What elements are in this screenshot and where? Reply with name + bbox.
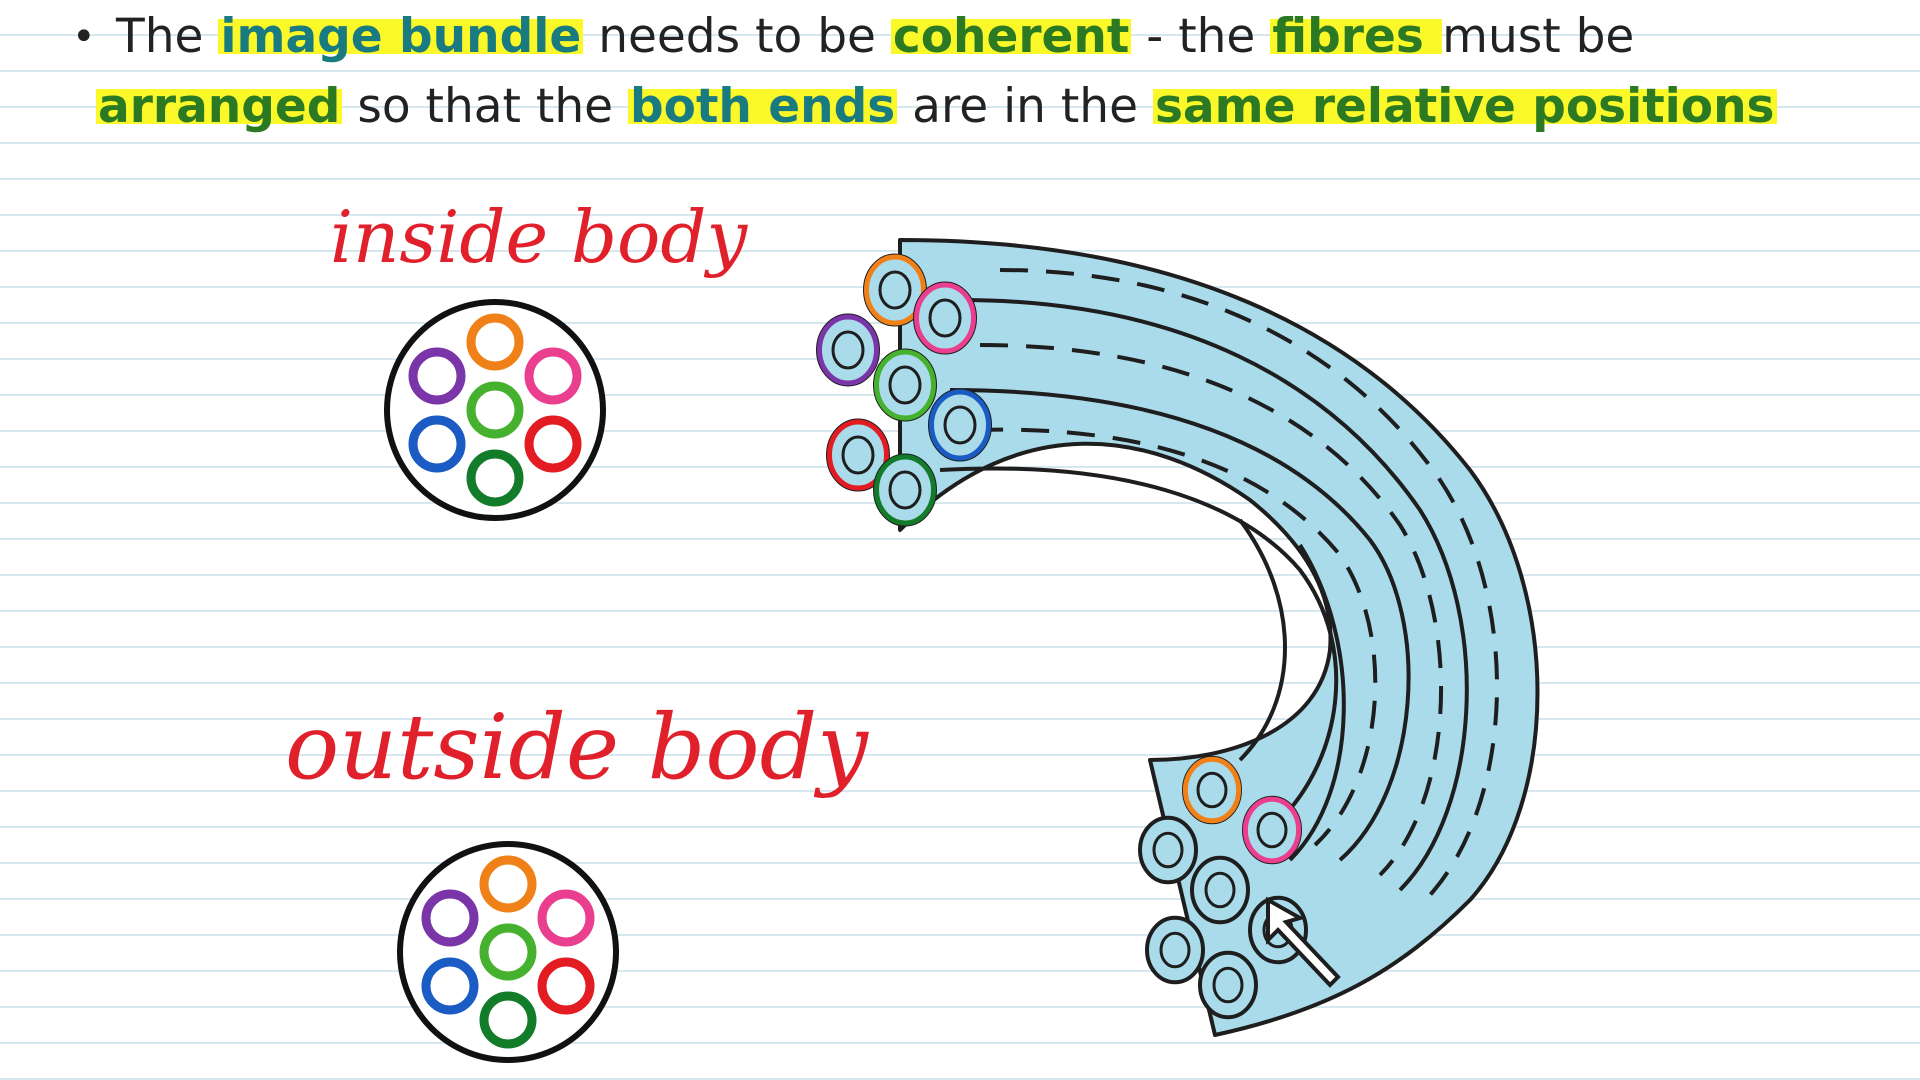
fibre-ring-blue [408,415,466,473]
heading-segment-highlighted: arranged [96,79,343,134]
fibre-core [878,270,912,310]
heading-segment-highlighted: same relative positions [1152,79,1777,134]
fibre-ring-purple [421,889,479,947]
cursor-arrow-icon [1266,896,1341,988]
fibre-core [1204,871,1236,909]
fibre-core [1159,931,1191,969]
cross-section-outline [397,841,619,1063]
fibre-ring-pink [524,347,582,405]
heading-segment-highlighted: coherent [890,9,1132,64]
heading-segment-highlighted: fibres [1270,9,1443,64]
fibre-marker-purple [817,314,879,386]
fibre-core [1256,811,1288,849]
heading-segment: The [116,9,219,64]
heading-line-2: arranged so that the both ends are in th… [72,72,1872,142]
heading-segment: - the [1131,9,1271,64]
cross-section-outline [384,299,606,521]
fibre-core [928,298,962,338]
fibre-groove [1288,543,1346,862]
heading-segment-highlighted: image bundle [218,9,584,64]
heading-line-1: • The image bundle needs to be coherent -… [72,2,1872,72]
heading: • The image bundle needs to be coherent -… [72,2,1872,142]
label-inside-body: inside body [330,195,748,279]
fibre-marker-lime [874,349,936,421]
fibre-groove [1238,518,1287,762]
fibre-ring-lime [479,923,537,981]
curved-bundle [898,238,1540,1037]
fibre-ring-darkgreen [479,991,537,1049]
fibre-core [943,405,977,445]
bundle-end-top [816,253,992,527]
heading-segment-highlighted: both ends [628,79,898,134]
fibre-marker-red [827,419,889,491]
fibre-ring-red [524,415,582,473]
fibre-core [831,330,865,370]
bullet-icon: • [72,14,96,60]
heading-segment: so that the [342,79,629,134]
cross-section-inside [384,299,606,521]
fibre-marker-pink [914,282,976,354]
fibre-ring-orange [466,313,524,371]
fibre-ring-purple [408,347,466,405]
fibre-groove [959,298,1469,892]
fibre-ring-blue [421,957,479,1015]
fibre-marker-orange [1182,756,1242,824]
fibre-core [888,365,922,405]
fibre-dash [999,268,1499,897]
fibre-marker-pink [1242,796,1302,864]
fibre-groove [939,466,1339,822]
fibre-core [1152,831,1184,869]
fibre-ring-red [537,957,595,1015]
fibre-marker-darkgreen [874,454,936,526]
fibre-marker-orange [864,254,926,326]
fibre-ring-orange [479,855,537,913]
fibre-core [888,470,922,510]
label-outside-body: outside body [285,695,869,800]
fibre-dash [974,427,1378,847]
fibre-ring-darkgreen [466,449,524,507]
fibre-core [841,435,875,475]
heading-segment: needs to be [583,9,891,64]
fibre-core [1196,771,1228,809]
heading-segment: are in the [897,79,1153,134]
fibre-core [1212,966,1244,1004]
fibre-ring-lime [466,381,524,439]
cross-section-outside [397,841,619,1063]
fibre-marker-blue [929,389,991,461]
fibre-dash [979,343,1444,877]
bundle-body [898,238,1540,1037]
heading-segment: must be [1442,9,1635,64]
fibre-groove [949,388,1411,862]
fibre-ring-pink [537,889,595,947]
